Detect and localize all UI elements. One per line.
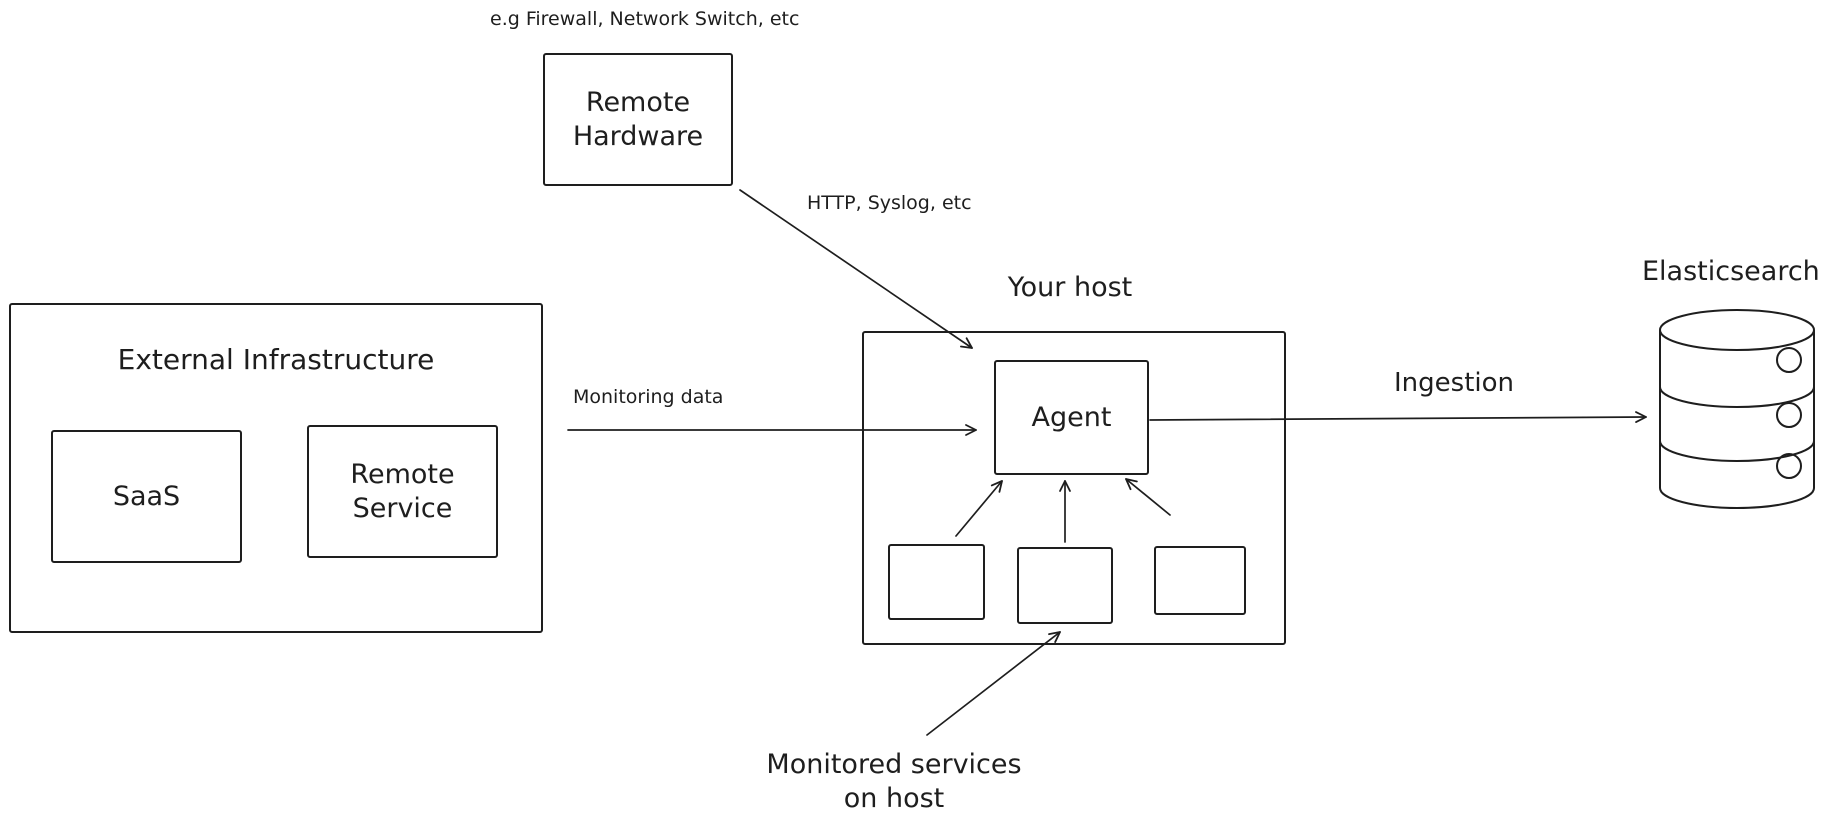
saas-box: SaaS (51, 430, 242, 563)
http-syslog-edge-label: HTTP, Syslog, etc (807, 192, 972, 214)
monitored-service-box-1 (888, 544, 985, 620)
monitored-services-caption: Monitored services on host (766, 749, 1022, 814)
remote-service-box: Remote Service (307, 425, 498, 558)
remote-hardware-label: Remote Hardware (572, 86, 704, 152)
arrow-monitored-services-callout (926, 631, 1061, 736)
your-host-box: Agent (862, 331, 1286, 645)
database-cylinder-icon (1659, 309, 1815, 509)
remote-service-label: Remote Service (350, 458, 455, 524)
monitoring-data-edge-label: Monitoring data (573, 386, 724, 408)
ingestion-edge-label: Ingestion (1394, 368, 1514, 398)
agent-box: Agent (994, 360, 1149, 475)
saas-label: SaaS (112, 480, 181, 512)
external-infrastructure-label: External Infrastructure (117, 343, 435, 376)
monitored-service-box-2 (1017, 547, 1113, 624)
elasticsearch-title: Elasticsearch (1642, 256, 1820, 287)
hardware-examples-note: e.g Firewall, Network Switch, etc (490, 8, 800, 30)
agent-label: Agent (1031, 401, 1112, 433)
monitored-service-box-3 (1154, 546, 1246, 615)
external-infrastructure-box: External Infrastructure SaaS Remote Serv… (9, 303, 543, 633)
your-host-title: Your host (1007, 272, 1133, 303)
remote-hardware-box: Remote Hardware (543, 53, 733, 186)
